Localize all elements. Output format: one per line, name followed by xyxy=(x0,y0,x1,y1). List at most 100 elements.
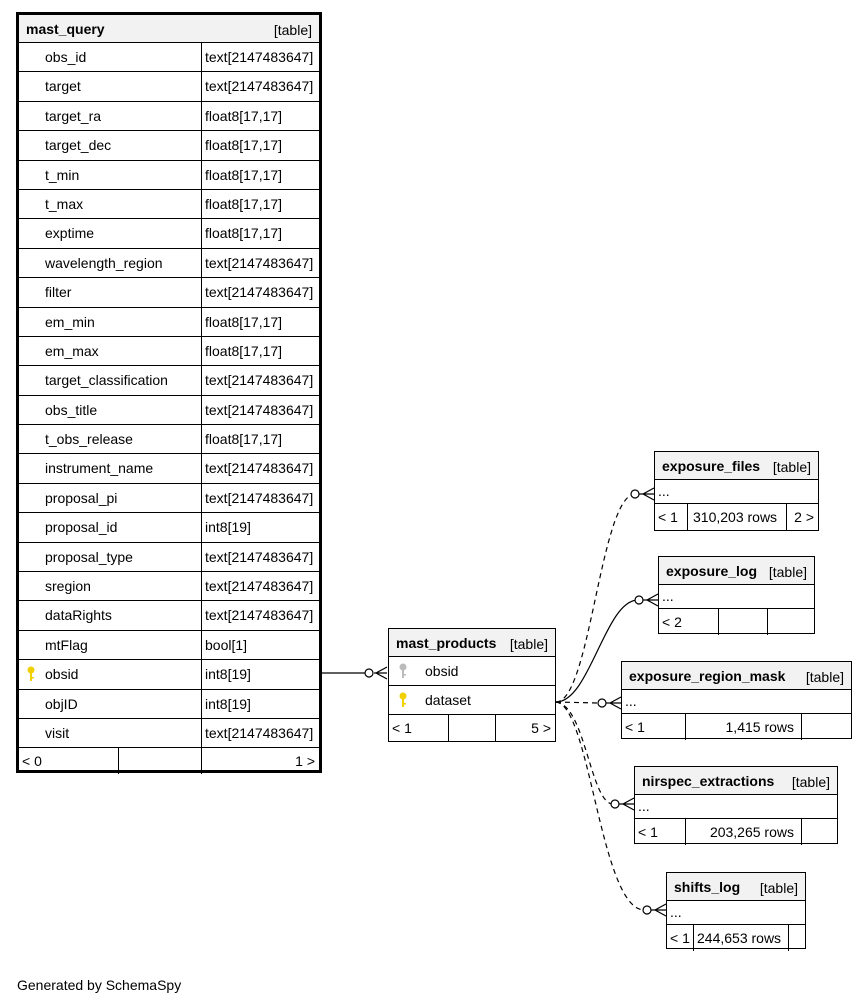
column-type: text[2147483647] xyxy=(205,548,314,565)
table-name: nirspec_extractions xyxy=(642,773,775,789)
children-count: 5 > xyxy=(531,720,551,736)
table-header: exposure_region_mask [table] xyxy=(622,662,851,690)
table-row[interactable]: t_max float8[17,17] xyxy=(19,189,319,220)
parents-count: < 0 xyxy=(22,753,42,770)
table-row[interactable]: dataset xyxy=(389,686,555,715)
columns-collapsed: ... xyxy=(667,901,805,925)
table-row[interactable]: obsid int8[19] xyxy=(19,660,319,690)
table-row[interactable]: obs_id text[2147483647] xyxy=(19,43,319,73)
column-name: visit xyxy=(45,724,70,741)
generated-by-label: Generated by SchemaSpy xyxy=(17,977,182,993)
table-row[interactable]: visit text[2147483647] xyxy=(19,718,319,749)
table-row[interactable]: instrument_name text[2147483647] xyxy=(19,454,319,484)
table-name: exposure_region_mask xyxy=(629,668,786,684)
column-type: float8[17,17] xyxy=(205,342,283,359)
column-type: text[2147483647] xyxy=(205,460,314,477)
table-mast-products[interactable]: mast_products [table] obsid dataset < 1 … xyxy=(388,628,556,742)
column-name: sregion xyxy=(45,578,91,595)
column-type: float8[17,17] xyxy=(205,195,283,212)
column-type: text[2147483647] xyxy=(205,78,314,95)
columns-collapsed: ... xyxy=(622,690,851,714)
table-mast-query[interactable]: mast_query [table] obs_id text[2147483647… xyxy=(16,12,322,775)
table-kind: [table] xyxy=(791,774,830,790)
column-name: target xyxy=(45,78,81,95)
column-name: wavelength_region xyxy=(45,254,163,271)
column-type: text[2147483647] xyxy=(205,401,314,418)
row-count: 1,415 rows xyxy=(725,719,794,735)
column-type: text[2147483647] xyxy=(205,578,314,595)
column-type: int8[19] xyxy=(205,519,251,536)
table-kind: [table] xyxy=(759,880,798,896)
column-name: proposal_id xyxy=(45,519,118,536)
table-footer: < 1 1,415 rows xyxy=(622,714,851,740)
column-type: text[2147483647] xyxy=(205,724,314,741)
column-name: target_classification xyxy=(45,372,168,389)
table-header: nirspec_extractions [table] xyxy=(635,767,837,795)
link-exposure-files xyxy=(555,493,635,703)
column-type: text[2147483647] xyxy=(205,372,314,389)
table-footer: < 1 310,203 rows 2 > xyxy=(655,504,818,530)
parents-count: < 1 xyxy=(658,509,678,525)
link-nirspec-extractions xyxy=(555,701,613,805)
column-type: float8[17,17] xyxy=(205,107,283,124)
table-name: mast_products xyxy=(396,635,497,651)
table-header: exposure_files [table] xyxy=(655,452,818,480)
table-exposure-log[interactable]: exposure_log [table] ... < 2 xyxy=(658,556,815,635)
table-header: mast_products [table] xyxy=(389,629,555,657)
table-exposure-region-mask[interactable]: exposure_region_mask [table] ... < 1 1,4… xyxy=(621,661,852,740)
table-kind: [table] xyxy=(805,669,844,685)
table-name: exposure_log xyxy=(666,563,758,579)
table-row[interactable]: wavelength_region text[2147483647] xyxy=(19,248,319,279)
column-name: target_ra xyxy=(45,107,102,124)
column-type: float8[17,17] xyxy=(205,137,283,154)
column-name: obsid xyxy=(425,663,459,679)
column-type: text[2147483647] xyxy=(205,489,314,506)
table-kind: [table] xyxy=(772,459,811,475)
table-shifts-log[interactable]: shifts_log [table] ... < 1 244,653 rows xyxy=(666,872,806,951)
row-count: 203,265 rows xyxy=(709,824,794,840)
column-type: float8[17,17] xyxy=(205,431,283,448)
column-name: obsid xyxy=(45,666,79,683)
table-row[interactable]: target text[2147483647] xyxy=(19,72,319,102)
parents-count: < 1 xyxy=(670,930,690,946)
table-row[interactable]: sregion text[2147483647] xyxy=(19,572,319,602)
table-footer: < 1 5 > xyxy=(389,715,555,741)
column-name: t_obs_release xyxy=(45,431,133,448)
table-row[interactable]: em_max float8[17,17] xyxy=(19,336,319,367)
children-count: 2 > xyxy=(794,509,814,525)
table-exposure-files[interactable]: exposure_files [table] ... < 1 310,203 r… xyxy=(654,451,819,531)
column-name: em_max xyxy=(45,342,99,359)
table-nirspec-extractions[interactable]: nirspec_extractions [table] ... < 1 203,… xyxy=(634,766,838,845)
column-name: dataset xyxy=(425,692,471,708)
column-type: text[2147483647] xyxy=(205,254,314,271)
link-exposure-region-mask xyxy=(555,701,599,704)
column-name: obs_id xyxy=(45,49,87,65)
column-name: t_max xyxy=(45,195,84,212)
column-name: objID xyxy=(45,695,78,712)
column-name: dataRights xyxy=(45,607,112,624)
column-type: text[2147483647] xyxy=(205,49,314,65)
column-name: instrument_name xyxy=(45,460,154,477)
column-type: int8[19] xyxy=(205,666,251,683)
table-row[interactable]: target_classification text[2147483647] xyxy=(19,366,319,396)
table-row[interactable]: t_obs_release float8[17,17] xyxy=(19,425,319,455)
table-row[interactable]: proposal_id int8[19] xyxy=(19,513,319,543)
table-kind: [table] xyxy=(768,564,807,580)
table-name: mast_query xyxy=(26,21,105,37)
primary-key-icon xyxy=(398,692,408,711)
table-header: mast_query [table] xyxy=(19,15,319,43)
table-row[interactable]: target_ra float8[17,17] xyxy=(19,101,319,132)
table-row[interactable]: obsid xyxy=(389,657,555,686)
